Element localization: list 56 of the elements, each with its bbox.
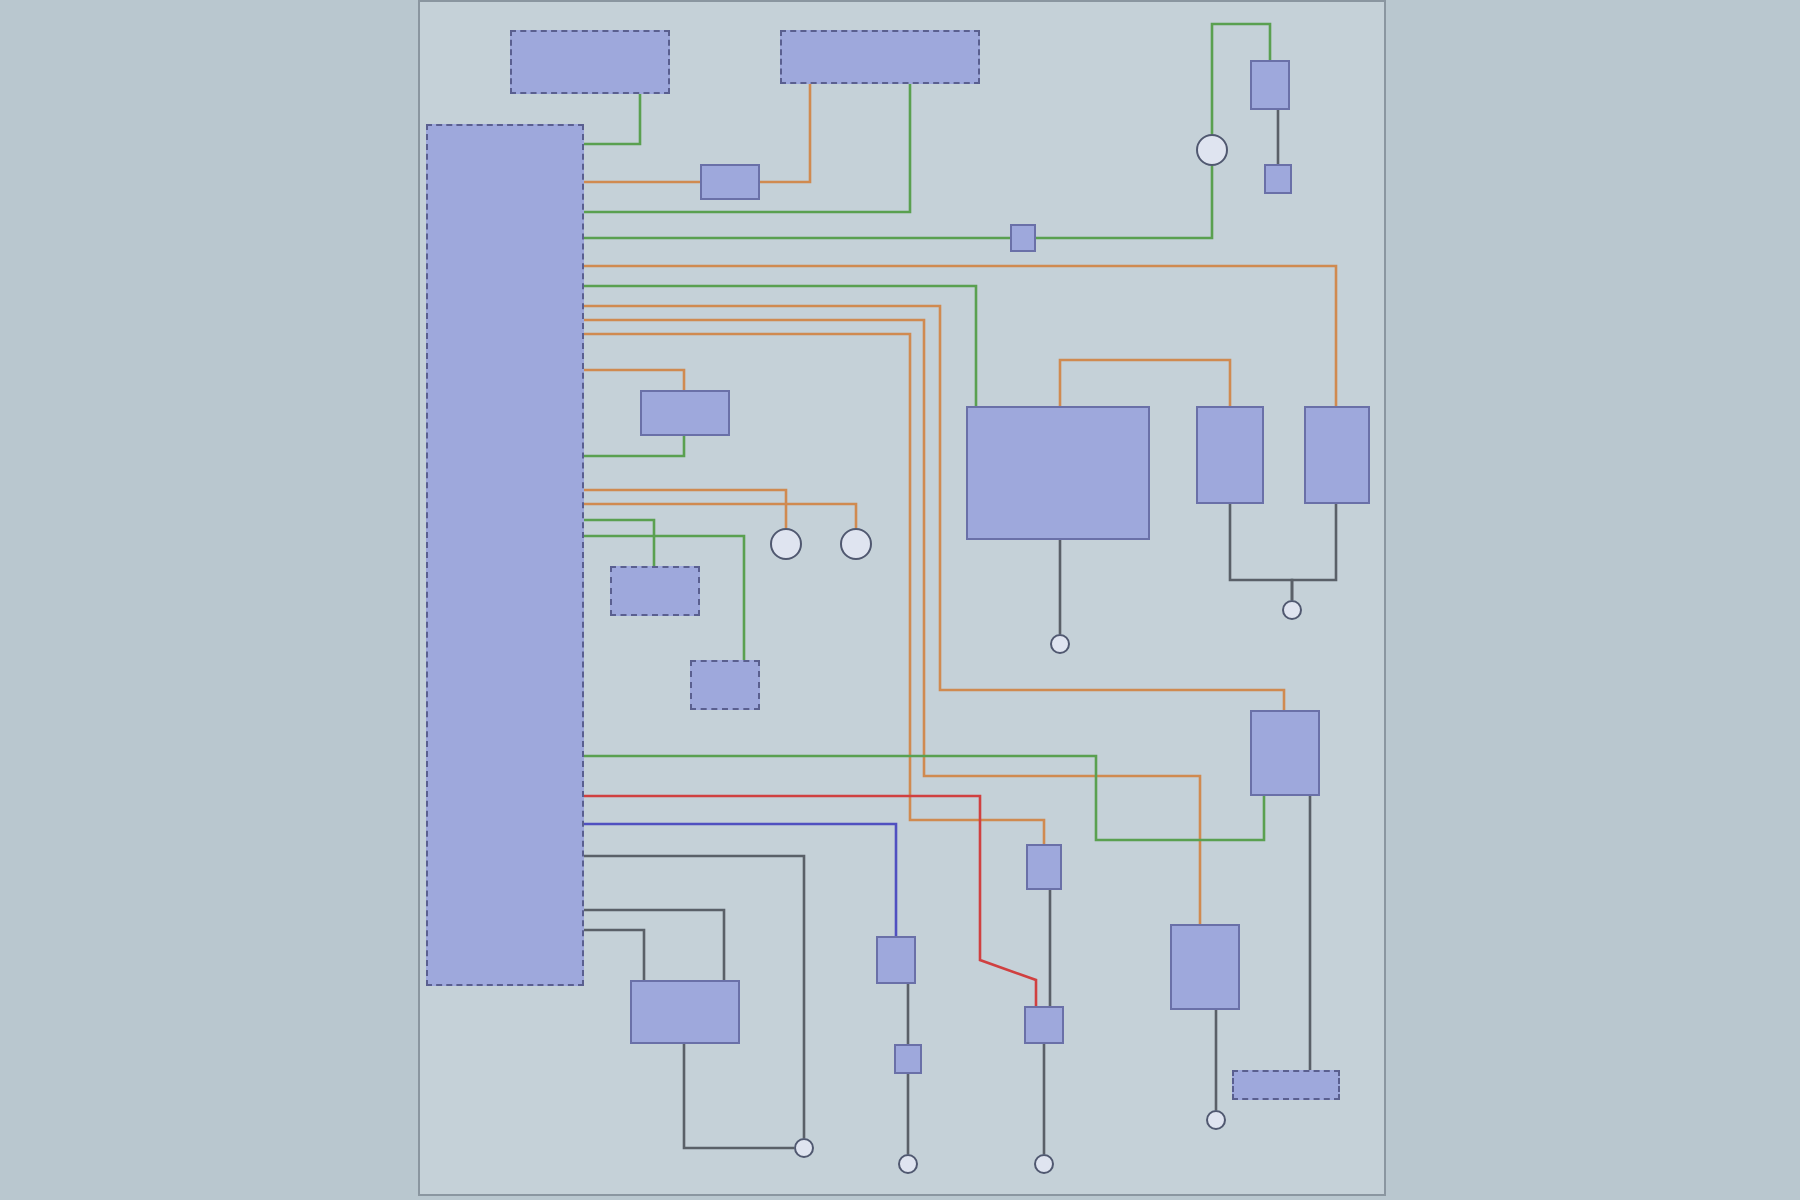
wire [584, 822, 898, 936]
wire [584, 180, 700, 184]
wire [584, 332, 1046, 844]
wire [1276, 110, 1280, 164]
vanity-lamp-box [1304, 406, 1370, 504]
lock-switch-box [630, 980, 740, 1044]
switch-box [1250, 60, 1290, 110]
wire [1290, 504, 1338, 600]
wire [760, 84, 812, 184]
switch-box [1024, 1006, 1064, 1044]
wire [584, 502, 858, 528]
connector-box [690, 660, 760, 710]
wire [1210, 22, 1272, 134]
connector-box [700, 164, 760, 200]
wire [1036, 166, 1214, 240]
lamp-box [1026, 844, 1062, 890]
wire [584, 518, 656, 566]
wire [584, 754, 1266, 842]
door-switch-box [610, 566, 700, 616]
connector-box [1010, 224, 1036, 252]
wire [584, 928, 646, 980]
fuse-box [780, 30, 980, 84]
wire [584, 284, 978, 406]
wire [584, 854, 806, 1138]
wire [584, 304, 1286, 710]
wire [1042, 1044, 1046, 1154]
ignition-switch-box [510, 30, 670, 94]
wire [1308, 796, 1312, 1070]
control-module-box [426, 124, 584, 986]
wire [1058, 358, 1232, 406]
wire [584, 794, 1038, 1006]
console-lamp-box [966, 406, 1150, 540]
wire [584, 94, 642, 146]
wire [584, 368, 686, 390]
personal-lamp-box [1170, 924, 1240, 1010]
wire [584, 534, 746, 660]
personal-lamp-box [1250, 710, 1320, 796]
wire [1048, 890, 1052, 1006]
wire [584, 264, 1338, 406]
connector-box [894, 1044, 922, 1074]
wire [584, 488, 788, 528]
wire [1214, 1010, 1218, 1110]
lamp-box [640, 390, 730, 436]
wire [584, 84, 912, 214]
wire [584, 908, 726, 980]
wire [906, 1074, 910, 1154]
wire [682, 1044, 794, 1150]
wire [584, 436, 686, 458]
vanity-lamp-box [1196, 406, 1264, 504]
connector-box [1232, 1070, 1340, 1100]
sensor-box [1264, 164, 1292, 194]
wire [906, 984, 910, 1044]
switch-box [876, 936, 916, 984]
wire [1058, 540, 1062, 634]
wire [584, 236, 1010, 240]
wire [584, 318, 1202, 924]
